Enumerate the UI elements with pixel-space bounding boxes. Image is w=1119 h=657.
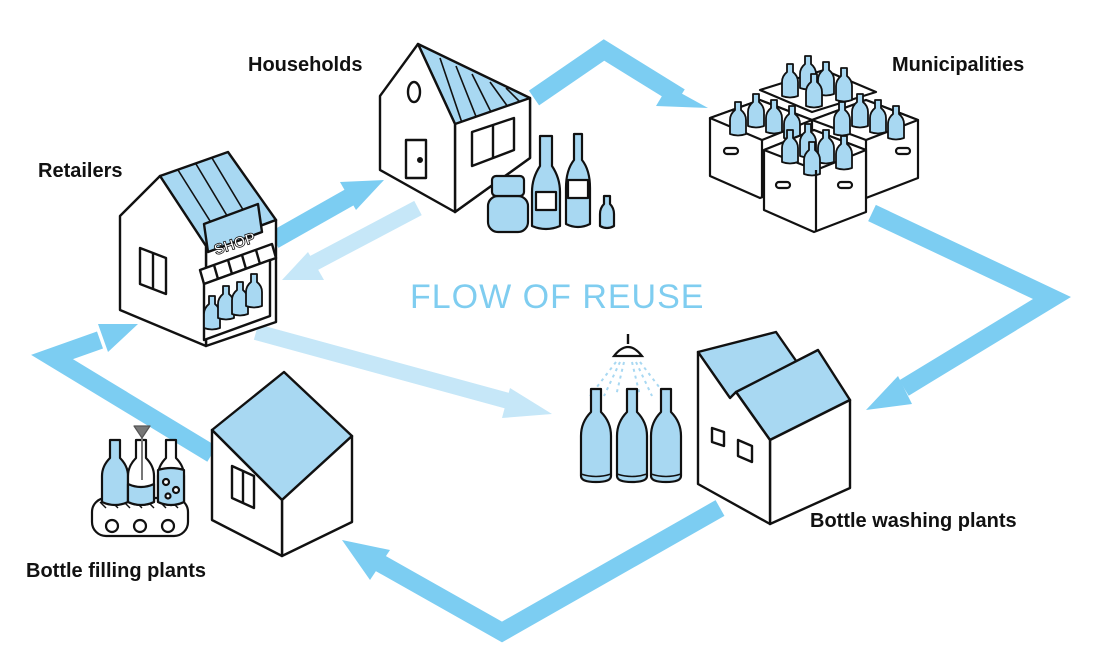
flow-arrows bbox=[31, 39, 1071, 643]
arrow-head-washing bbox=[866, 376, 912, 410]
filling-conveyor bbox=[90, 425, 190, 538]
shower-head-icon bbox=[611, 345, 645, 358]
arrow-retailers-to-households bbox=[269, 189, 355, 248]
crate-front bbox=[762, 122, 868, 234]
arrow-head-filling bbox=[342, 540, 390, 580]
arrow-households-to-retailers bbox=[308, 200, 422, 272]
household-bottles bbox=[486, 132, 616, 234]
municipalities-icon bbox=[708, 54, 920, 234]
label-bottle-filling-plants: Bottle filling plants bbox=[26, 560, 206, 582]
arrow-head-retailers-light bbox=[282, 252, 324, 280]
label-municipalities: Municipalities bbox=[892, 54, 1025, 76]
arrow-head-households bbox=[340, 180, 384, 210]
diagram-title: FLOW OF REUSE bbox=[410, 278, 705, 316]
bottle-washing-plant-icon bbox=[696, 330, 852, 526]
arrow-head-washing-light bbox=[502, 388, 552, 418]
bottle-filling-plant-icon bbox=[210, 370, 354, 558]
filler-nozzle-icon bbox=[133, 425, 151, 439]
crate-back bbox=[758, 54, 878, 114]
arrow-filling-to-retailers bbox=[31, 331, 217, 462]
households-icon bbox=[378, 42, 532, 214]
arrow-head-retailers bbox=[98, 324, 138, 352]
arrow-washing-to-filling bbox=[373, 500, 725, 643]
label-retailers: Retailers bbox=[38, 160, 123, 182]
retailers-icon: SHOP bbox=[118, 150, 278, 348]
label-households: Households bbox=[248, 54, 363, 76]
arrow-municipalities-to-washing bbox=[868, 204, 1071, 396]
washing-station bbox=[579, 334, 683, 484]
label-bottle-washing-plants: Bottle washing plants bbox=[810, 510, 1017, 532]
washed-bottles bbox=[579, 387, 683, 484]
arrow-retailers-to-washing bbox=[253, 324, 515, 410]
arrow-head-municipalities bbox=[656, 86, 708, 108]
arrow-households-to-municipalities bbox=[528, 39, 685, 106]
